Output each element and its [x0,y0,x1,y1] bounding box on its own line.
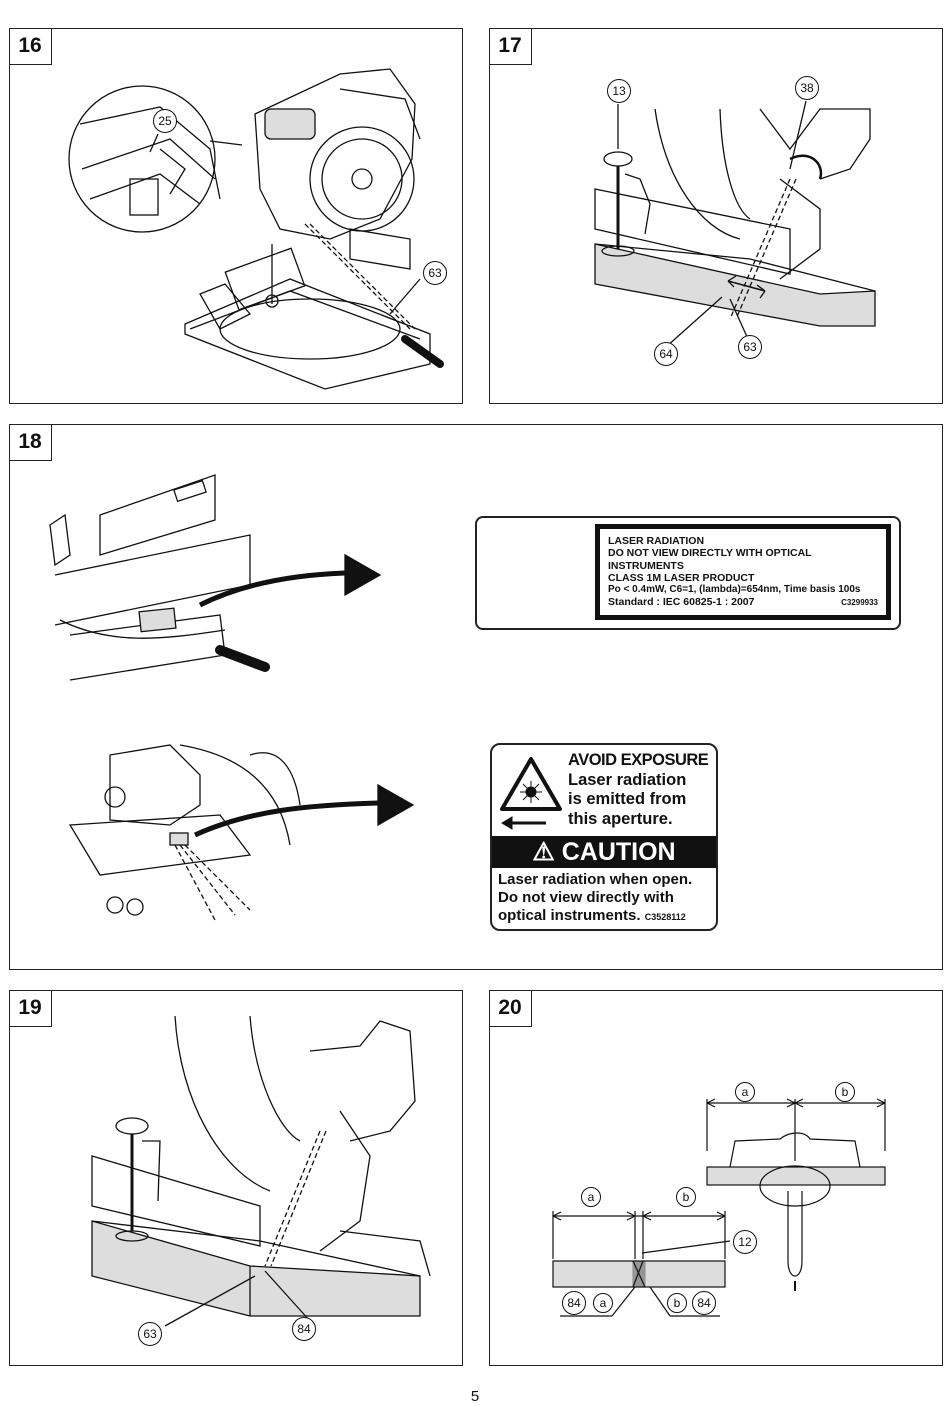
label-line: is emitted from [568,790,687,808]
laser-warning-icon [500,757,562,830]
callout-84: 84 [292,1317,316,1341]
callout-84: 84 [562,1291,586,1315]
workpiece-alignment-illustration [91,1015,431,1327]
label-line: Laser radiation [568,770,687,789]
miter-saw-illustration [68,68,444,390]
caution-text: CAUTION [561,838,676,866]
figure-19-panel: 19 63 84 [9,990,463,1366]
laser-warning-label-class-1m: LASER RADIATION DO NOT VIEW DIRECTLY WIT… [475,516,901,630]
label-line: this aperture. [568,809,673,828]
callout-a: a [593,1293,613,1313]
callout-b: b [667,1293,687,1313]
label-line: Do not view directly with [498,889,674,906]
callout-63: 63 [138,1322,162,1346]
label-line: optical instruments. [498,907,641,924]
figure-16-panel: 16 25 63 [9,28,463,404]
figure-number: 16 [10,29,52,65]
figure-number: 18 [10,425,52,461]
label-line: DO NOT VIEW DIRECTLY WITH OPTICAL [608,547,812,560]
page-number: 5 [470,1388,480,1405]
callout-a: a [581,1187,601,1207]
label-code: C3528112 [644,912,686,922]
figure-number: 20 [490,991,532,1027]
caution-banner: ⚠ CAUTION [492,836,716,868]
callout-63: 63 [738,335,762,359]
warning-triangle-icon: ⚠ [532,838,555,866]
laser-label-location-illustration [49,474,584,921]
figure-number: 17 [490,29,532,65]
label-line: Laser radiation when open. [498,871,693,888]
label-line: AVOID EXPOSURE [568,751,709,769]
callout-84: 84 [692,1291,716,1315]
label-line: CLASS 1M LASER PRODUCT [608,571,755,584]
cutting-line-diagram [552,1098,886,1317]
figure-18-panel: 18 LA [9,424,943,970]
label-line: Po < 0.4mW, C6=1, (lambda)=654nm, Time b… [608,584,861,596]
callout-64: 64 [654,342,678,366]
label-code: C3299933 [841,597,878,607]
workpiece-clamp-illustration [594,100,876,348]
avoid-exposure-caution-label: AVOID EXPOSURE Laser radiation is emitte… [490,743,718,931]
callout-63: 63 [423,261,447,285]
callout-13: 13 [607,79,631,103]
label-line: Standard : IEC 60825-1 : 2007 [608,596,755,609]
label-line: INSTRUMENTS [608,559,684,572]
figure-17-panel: 17 13 38 64 63 [489,28,943,404]
callout-25: 25 [153,109,177,133]
figure-20-panel: 20 a b a b 12 84 a b 84 [489,990,943,1366]
callout-a: a [735,1082,755,1102]
callout-b: b [676,1187,696,1207]
callout-b: b [835,1082,855,1102]
callout-38: 38 [795,76,819,100]
figure-number: 19 [10,991,52,1027]
callout-12: 12 [733,1230,757,1254]
label-line: LASER RADIATION [608,535,705,547]
